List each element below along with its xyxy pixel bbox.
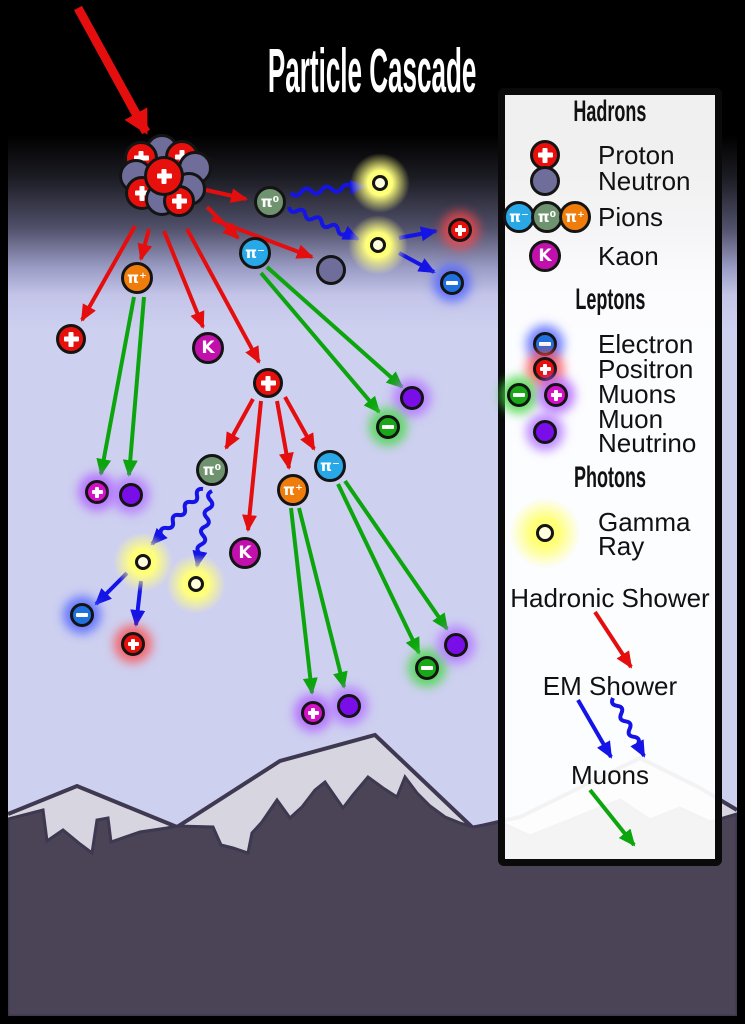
muon-minus-particle bbox=[415, 656, 439, 680]
hadronic-shower-arrow bbox=[137, 228, 153, 261]
muon-arrow bbox=[259, 271, 381, 414]
muon-neutrino-label-line2: Neutrino bbox=[598, 428, 697, 458]
positron-particle bbox=[121, 632, 145, 656]
hadronic-shower-arrow bbox=[185, 228, 261, 364]
pion-plus-particle: π⁺ bbox=[277, 474, 309, 506]
muon-minus-icon bbox=[507, 383, 531, 407]
em-wavy-arrow bbox=[287, 206, 360, 241]
muon-arrow bbox=[265, 265, 404, 389]
em-wavy-arrow bbox=[150, 486, 204, 546]
pion-plus-particle: π⁺ bbox=[121, 262, 153, 294]
proton-particle bbox=[144, 156, 184, 196]
pions-label: Pions bbox=[598, 202, 664, 232]
muon-arrow bbox=[297, 507, 348, 689]
hadronic-shower-arrow bbox=[593, 610, 633, 669]
muon-arrow bbox=[343, 479, 449, 631]
gamma-ray-particle bbox=[349, 152, 411, 214]
gamma-label-line1: Gamma bbox=[598, 507, 691, 537]
muons-arrow-label: Muons bbox=[570, 760, 650, 790]
cascade-arrows bbox=[74, 5, 449, 695]
muon-plus-particle bbox=[301, 701, 325, 725]
electron-icon bbox=[533, 332, 557, 356]
page-title: Particle Cascade bbox=[268, 37, 477, 106]
positron-icon bbox=[533, 357, 557, 381]
leptons-header: Leptons bbox=[574, 283, 645, 316]
muon-plus-particle bbox=[85, 480, 109, 504]
hadrons-header: Hadrons bbox=[573, 95, 647, 128]
hadronic-shower-arrow bbox=[283, 396, 316, 451]
kaon-particle: K bbox=[192, 332, 224, 364]
hadronic-shower-label: Hadronic Shower bbox=[510, 583, 710, 613]
muon-arrow bbox=[122, 296, 146, 477]
muon-plus-icon bbox=[544, 383, 568, 407]
kaon-icon: K bbox=[529, 240, 561, 272]
gamma-ray-particle bbox=[165, 553, 227, 615]
proton-particle bbox=[56, 324, 86, 354]
gamma-ray-particle bbox=[347, 214, 409, 276]
muon-arrow bbox=[336, 483, 421, 655]
hadronic-shower-arrow bbox=[80, 225, 137, 322]
legend-arrow-samples bbox=[576, 610, 646, 847]
gamma-label-line2: Ray bbox=[598, 531, 645, 561]
electron-particle bbox=[440, 271, 464, 295]
neutron-label: Neutron bbox=[598, 166, 691, 196]
muon-arrow bbox=[588, 788, 636, 847]
kaon-label: Kaon bbox=[598, 241, 659, 271]
hadronic-shower-arrow bbox=[242, 400, 263, 532]
em-shower-arrow bbox=[576, 698, 613, 759]
electron-particle bbox=[70, 603, 94, 627]
gamma-ray-icon bbox=[508, 496, 582, 570]
muon-arrow bbox=[289, 507, 318, 695]
em-wavy-arrow bbox=[289, 179, 367, 198]
pion-minus-particle: π⁻ bbox=[314, 450, 346, 482]
muon-minus-particle bbox=[376, 415, 400, 439]
hadronic-shower-arrow bbox=[162, 230, 205, 329]
proton-label: Proton bbox=[598, 140, 675, 170]
hadronic-shower-arrow bbox=[275, 400, 294, 470]
hadronic-shower-arrow bbox=[74, 5, 150, 135]
positron-particle bbox=[448, 218, 472, 242]
muons-label: Muons bbox=[598, 379, 677, 409]
legend-panel: Hadrons Proton Neutron π⁻ π⁰ π⁺ Pions K … bbox=[498, 88, 722, 866]
neutron-icon bbox=[530, 166, 560, 196]
photons-header: Photons bbox=[574, 461, 646, 494]
proton-particle bbox=[253, 368, 283, 398]
pion-plus-icon: π⁺ bbox=[559, 201, 591, 233]
electron-label: Electron bbox=[598, 329, 694, 359]
muon-neutrino-icon bbox=[533, 420, 557, 444]
muon-neutrino-label-line1: Muon bbox=[598, 404, 664, 434]
kaon-particle: K bbox=[229, 537, 261, 569]
hadronic-shower-arrow bbox=[224, 398, 255, 450]
muon-neutrino-particle bbox=[119, 483, 143, 507]
muon-arrow bbox=[96, 296, 136, 476]
muon-neutrino-particle bbox=[444, 633, 468, 657]
muon-neutrino-particle bbox=[400, 386, 424, 410]
pion-minus-particle: π⁻ bbox=[239, 237, 271, 269]
neutron-particle bbox=[316, 255, 346, 285]
em-wavy-arrow bbox=[192, 489, 215, 568]
pion-neutral-particle: π⁰ bbox=[254, 186, 286, 218]
positron-label: Positron bbox=[598, 354, 694, 384]
pion-neutral-icon: π⁰ bbox=[531, 201, 563, 233]
hadronic-shower-arrow bbox=[205, 188, 248, 204]
em-wavy-arrow bbox=[610, 697, 646, 758]
pion-neutral-particle: π⁰ bbox=[196, 454, 228, 486]
muon-neutrino-particle bbox=[337, 694, 361, 718]
em-shower-label: EM Shower bbox=[542, 671, 678, 701]
